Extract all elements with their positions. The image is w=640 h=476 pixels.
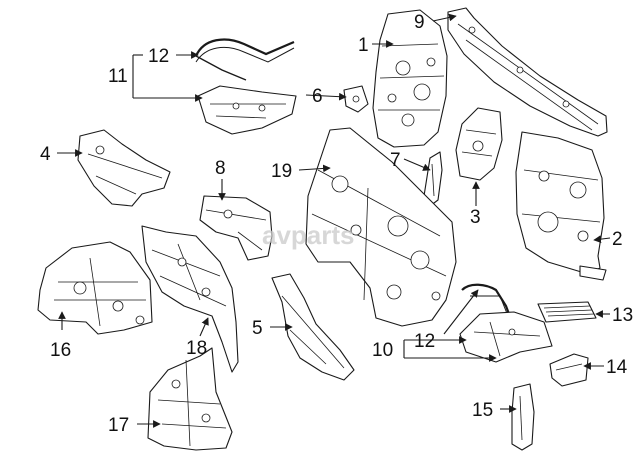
callout-5[interactable]: 5	[252, 318, 263, 339]
part-6-bracket	[343, 85, 369, 113]
part-15-bracket	[511, 383, 535, 451]
callout-16[interactable]: 16	[50, 340, 71, 361]
part-3-insulator	[455, 107, 503, 181]
callout-12-upper[interactable]: 12	[148, 46, 169, 67]
callout-12-lower[interactable]: 12	[414, 331, 435, 352]
part-12b-seal-strip	[461, 283, 514, 323]
part-2-dash-side-panel	[515, 131, 607, 281]
part-4-duct	[77, 129, 171, 207]
callout-4[interactable]: 4	[40, 144, 51, 165]
part-11-cowl-cover	[197, 85, 297, 135]
part-13-filter	[537, 301, 597, 323]
part-1-dash-panel-upper	[372, 9, 448, 148]
callout-19[interactable]: 19	[271, 161, 292, 182]
part-9-cowl-panel	[447, 7, 608, 137]
part-19-dash-panel-main	[305, 127, 457, 327]
callout-1[interactable]: 1	[358, 35, 369, 56]
watermark: avparts	[262, 220, 355, 250]
part-17-lower-panel	[147, 347, 233, 451]
callout-17[interactable]: 17	[108, 415, 129, 436]
callout-2[interactable]: 2	[612, 229, 623, 250]
callout-10[interactable]: 10	[372, 340, 393, 361]
callout-18[interactable]: 18	[186, 338, 207, 359]
part-8-housing	[199, 195, 273, 261]
part-14-cover	[549, 353, 589, 387]
part-16-wheelhouse	[37, 241, 153, 335]
callout-labels: 1 2 3 4 5 6 7 8 9 10 11 12 12 13 14 15 1…	[40, 12, 633, 436]
callout-15[interactable]: 15	[472, 400, 493, 421]
leader-lines	[57, 13, 611, 428]
part-18-side-panel	[141, 225, 239, 373]
callout-13[interactable]: 13	[612, 305, 633, 326]
callout-8[interactable]: 8	[215, 158, 226, 179]
callout-11[interactable]: 11	[108, 66, 128, 87]
callout-7[interactable]: 7	[390, 150, 401, 171]
part-10-tray	[459, 311, 553, 363]
callout-6[interactable]: 6	[312, 86, 323, 107]
callout-9[interactable]: 9	[414, 12, 425, 33]
part-12a-seal-strip	[194, 38, 295, 81]
callout-3[interactable]: 3	[470, 207, 481, 228]
callout-14[interactable]: 14	[606, 357, 628, 378]
